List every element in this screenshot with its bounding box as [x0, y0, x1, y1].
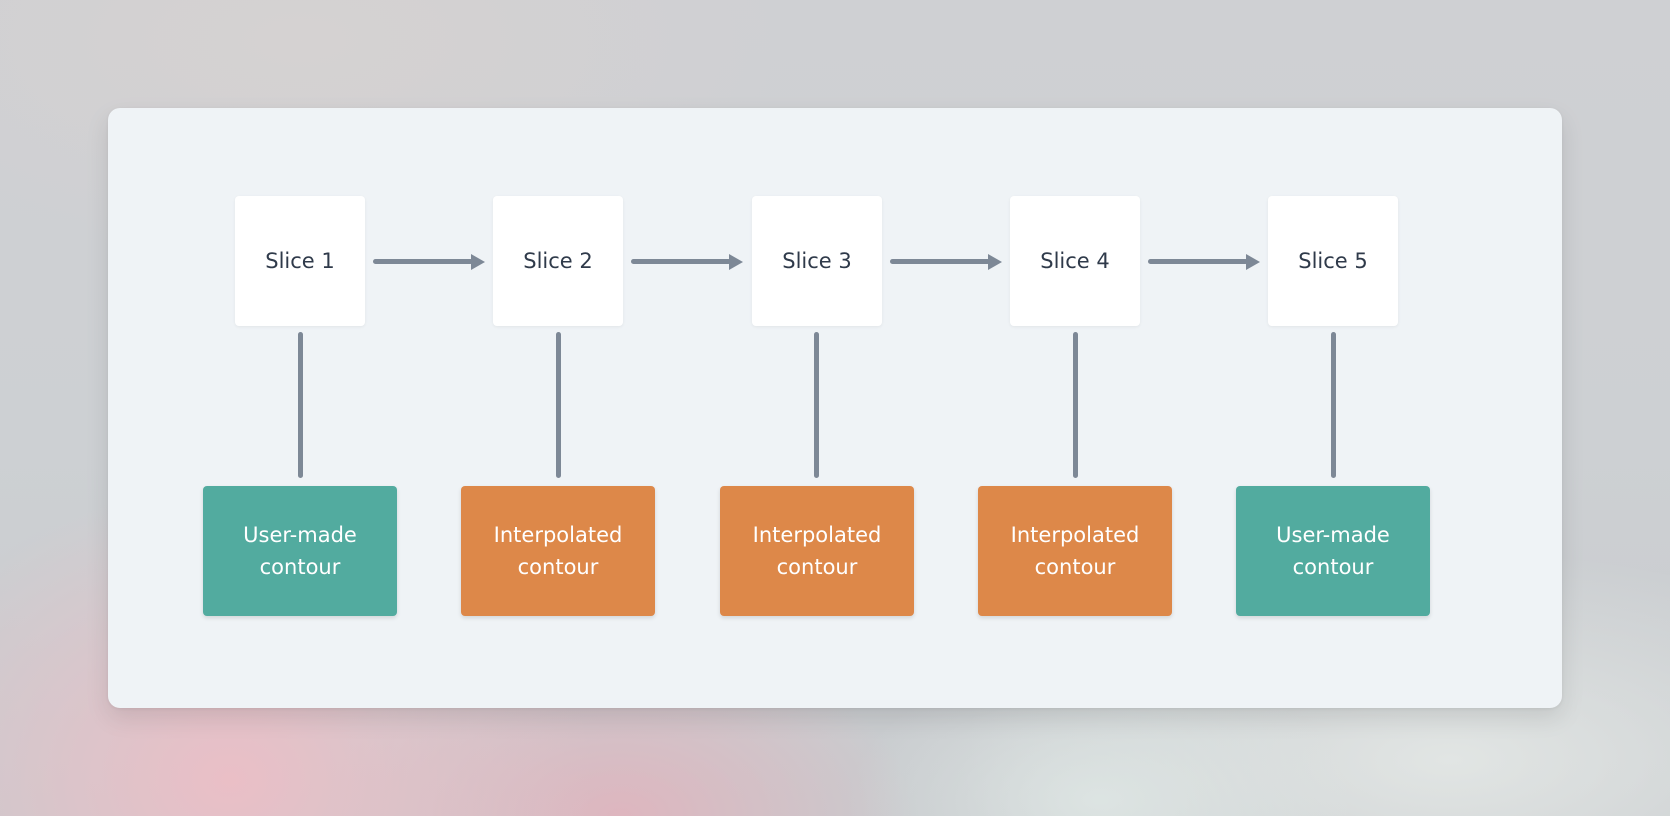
arrow-shaft [1148, 259, 1248, 264]
slice-node-5: Slice 5 [1268, 196, 1398, 326]
contour-label: Interpolated contour [1010, 523, 1140, 579]
slice-label: Slice 3 [782, 249, 852, 273]
contour-label: User-made contour [243, 523, 357, 579]
slice-label: Slice 5 [1298, 249, 1368, 273]
contour-node-5: User-made contour [1236, 486, 1430, 616]
arrow-slice-4-to-5 [1148, 254, 1260, 270]
slice-label: Slice 4 [1040, 249, 1110, 273]
contour-label: Interpolated contour [493, 523, 623, 579]
slice-node-4: Slice 4 [1010, 196, 1140, 326]
contour-node-3: Interpolated contour [720, 486, 914, 616]
arrow-head-icon [729, 254, 743, 270]
arrow-slice-3-to-4 [890, 254, 1002, 270]
contour-interpolation-diagram: Slice 1 Slice 2 Slice 3 Slice 4 Slice 5 [108, 108, 1562, 708]
slice-node-3: Slice 3 [752, 196, 882, 326]
diagram-card: Slice 1 Slice 2 Slice 3 Slice 4 Slice 5 [108, 108, 1562, 708]
arrow-shaft [890, 259, 990, 264]
contour-label: Interpolated contour [752, 523, 882, 579]
contour-node-4: Interpolated contour [978, 486, 1172, 616]
connector-1 [298, 332, 303, 478]
contour-node-1: User-made contour [203, 486, 397, 616]
arrow-head-icon [988, 254, 1002, 270]
arrow-slice-2-to-3 [631, 254, 743, 270]
connector-4 [1073, 332, 1078, 478]
connector-3 [814, 332, 819, 478]
connector-2 [556, 332, 561, 478]
arrow-head-icon [1246, 254, 1260, 270]
contour-node-2: Interpolated contour [461, 486, 655, 616]
slice-label: Slice 2 [523, 249, 593, 273]
slice-node-2: Slice 2 [493, 196, 623, 326]
arrow-shaft [373, 259, 473, 264]
connector-5 [1331, 332, 1336, 478]
arrow-slice-1-to-2 [373, 254, 485, 270]
slice-label: Slice 1 [265, 249, 335, 273]
arrow-shaft [631, 259, 731, 264]
contour-label: User-made contour [1276, 523, 1390, 579]
slice-node-1: Slice 1 [235, 196, 365, 326]
arrow-head-icon [471, 254, 485, 270]
